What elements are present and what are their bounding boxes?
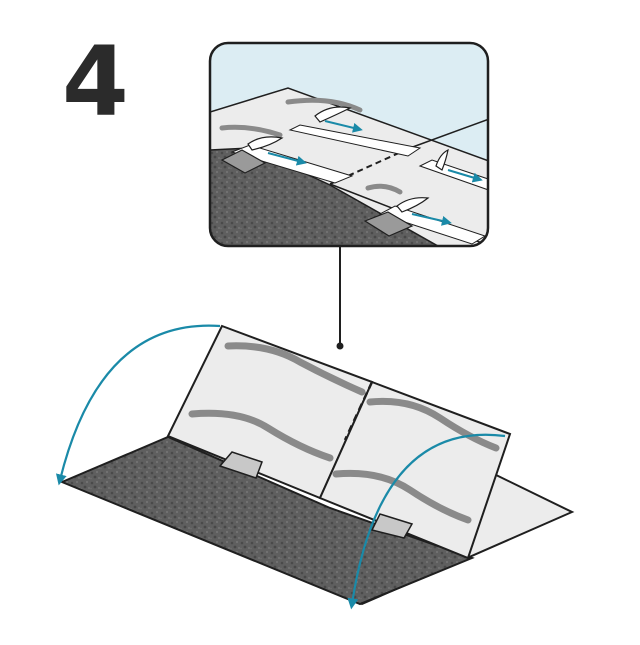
fold-arrow-icon [55, 324, 221, 486]
sheet-marking-line [219, 124, 283, 138]
fold-arrow-icon [347, 433, 506, 610]
seam-tape-patch [220, 149, 267, 174]
step-number: 4 [62, 26, 129, 138]
release-strip [230, 144, 354, 184]
sheet-marking-line [365, 183, 403, 195]
roof-scene [55, 324, 575, 610]
sheet-marking-line [332, 469, 472, 524]
sheet-marking-line [366, 397, 500, 452]
sheet-marking-line [285, 97, 363, 113]
release-film [247, 136, 284, 151]
seam-tape-patch [218, 451, 263, 479]
detail-seam [409, 114, 488, 149]
peel-arrow-icon [411, 213, 452, 226]
sheet-overlap-seam [343, 381, 374, 441]
release-film [314, 106, 352, 123]
detail-frame [208, 41, 490, 248]
seam-tape-patch [363, 211, 414, 237]
seam-tape-patch [370, 513, 414, 539]
callout-anchor-dot [336, 342, 344, 350]
release-film [435, 148, 449, 171]
peel-arrow-icon [324, 120, 363, 133]
sheet-marking-line [224, 342, 366, 396]
release-strip [288, 124, 422, 157]
detail-callout [208, 41, 490, 248]
underlayment-sheet-right [318, 380, 512, 560]
release-film [396, 197, 430, 213]
peel-arrow-icon [267, 152, 307, 166]
sheet-marking-line [188, 409, 334, 462]
peel-arrow-icon [447, 169, 483, 183]
